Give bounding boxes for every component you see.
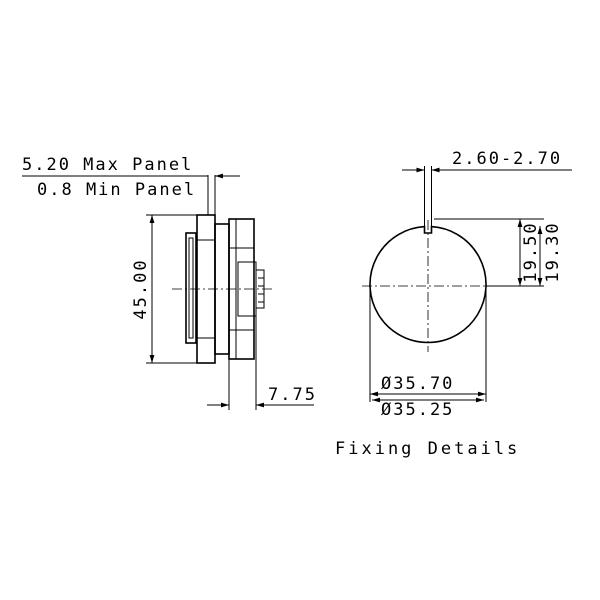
rear-body-inner [188,237,194,339]
terminal-shaft [256,269,265,309]
fixing-detail: 2.60-2.70 19.50 19.30 Ø35.70 Ø35.25 Fixi… [335,149,572,459]
height-label: 45.00 [131,258,151,319]
side-view: 45.00 5.20 Max Panel 0.8 Min Panel 7.75 [22,155,317,410]
front-nut [228,218,255,360]
rear-body [185,232,197,344]
flat-outer-label: 19.50 [521,221,541,282]
min-panel-label: 0.8 Min Panel [37,180,196,200]
flat-inner-label: 19.30 [543,221,563,282]
panel-cutout [369,225,487,344]
slot-width-label: 2.60-2.70 [452,149,562,169]
depth-label: 7.75 [268,385,317,405]
dia-outer-label: Ø35.70 [381,374,454,394]
terminal-block [237,261,257,317]
max-panel-label: 5.20 Max Panel [22,155,193,175]
dia-inner-label: Ø35.25 [381,400,454,420]
fixing-details-caption: Fixing Details [335,439,520,459]
